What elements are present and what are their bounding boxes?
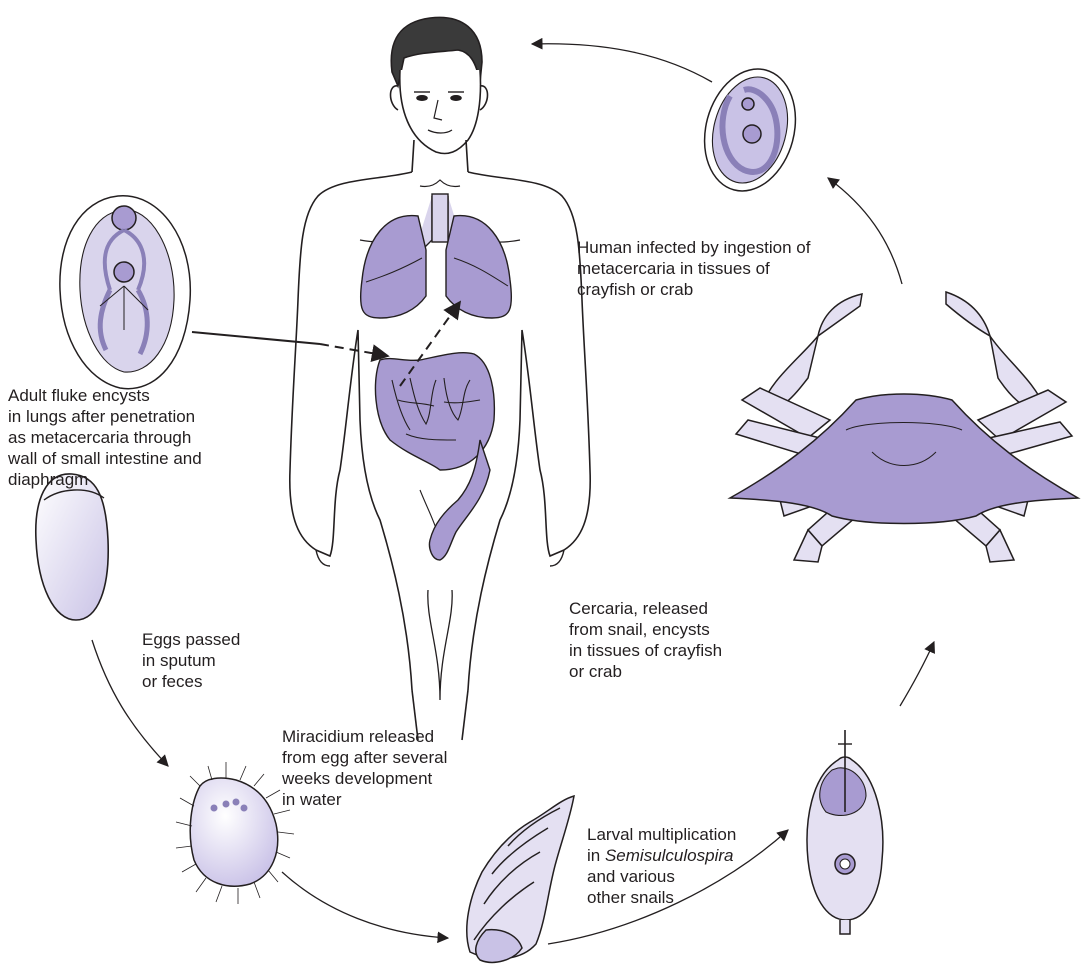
adult-fluke-line-3: as metacercaria through: [8, 427, 202, 448]
eggs-passed-label: Eggs passed in sputum or feces: [142, 629, 240, 692]
semisulculospira-genus: Semisulculospira: [605, 846, 734, 865]
miracidium-line-1: Miracidium released: [282, 726, 447, 747]
left-lung: [361, 216, 426, 318]
cercaria-line-1: Cercaria, released: [569, 598, 722, 619]
cercaria-icon: [807, 730, 883, 934]
adult-fluke-line-2: in lungs after penetration: [8, 406, 202, 427]
adult-fluke-label: Adult fluke encysts in lungs after penet…: [8, 385, 202, 490]
cercaria-label: Cercaria, released from snail, encysts i…: [569, 598, 722, 682]
miracidium-line-2: from egg after several: [282, 747, 447, 768]
adult-fluke-line-5: diaphragm: [8, 469, 202, 490]
larval-line-4: other snails: [587, 887, 736, 908]
snail-icon: [467, 796, 574, 962]
human-infected-line-1: Human infected by ingestion of: [577, 237, 810, 258]
cercaria-line-3: in tissues of crayfish: [569, 640, 722, 661]
eggs-passed-line-3: or feces: [142, 671, 240, 692]
head-outline: [400, 70, 481, 154]
arrow-miracidium-to-snail: [282, 872, 448, 938]
cercaria-line-4: or crab: [569, 661, 722, 682]
eggs-passed-line-1: Eggs passed: [142, 629, 240, 650]
miracidium-label: Miracidium released from egg after sever…: [282, 726, 447, 810]
larval-line-3: and various: [587, 866, 736, 887]
human-infected-line-2: metacercaria in tissues of: [577, 258, 810, 279]
larval-line-2-prefix: in: [587, 846, 605, 865]
cercaria-line-2: from snail, encysts: [569, 619, 722, 640]
right-lung: [446, 216, 511, 318]
fluke-pointer-solid: [192, 332, 320, 344]
lungs-icon: [361, 194, 512, 318]
miracidium-icon: [176, 762, 294, 904]
miracidium-line-3: weeks development: [282, 768, 447, 789]
arrow-cercaria-to-crab: [900, 642, 934, 706]
larval-multiplication-label: Larval multiplication in Semisulculospir…: [587, 824, 736, 908]
eggs-passed-line-2: in sputum: [142, 650, 240, 671]
adult-fluke-line-4: wall of small intestine and: [8, 448, 202, 469]
arrow-cyst-to-human: [532, 44, 712, 82]
human-infected-label: Human infected by ingestion of metacerca…: [577, 237, 810, 300]
egg-icon: [36, 474, 108, 620]
larval-line-2: in Semisulculospira: [587, 845, 736, 866]
arrow-crab-to-cyst: [828, 178, 902, 284]
human-infected-line-3: crayfish or crab: [577, 279, 810, 300]
miracidium-line-4: in water: [282, 789, 447, 810]
adult-fluke-line-1: Adult fluke encysts: [8, 385, 202, 406]
adult-fluke-icon: [60, 196, 190, 389]
crab-icon: [730, 292, 1078, 562]
intestine-icon: [375, 353, 494, 560]
larval-line-1: Larval multiplication: [587, 824, 736, 845]
